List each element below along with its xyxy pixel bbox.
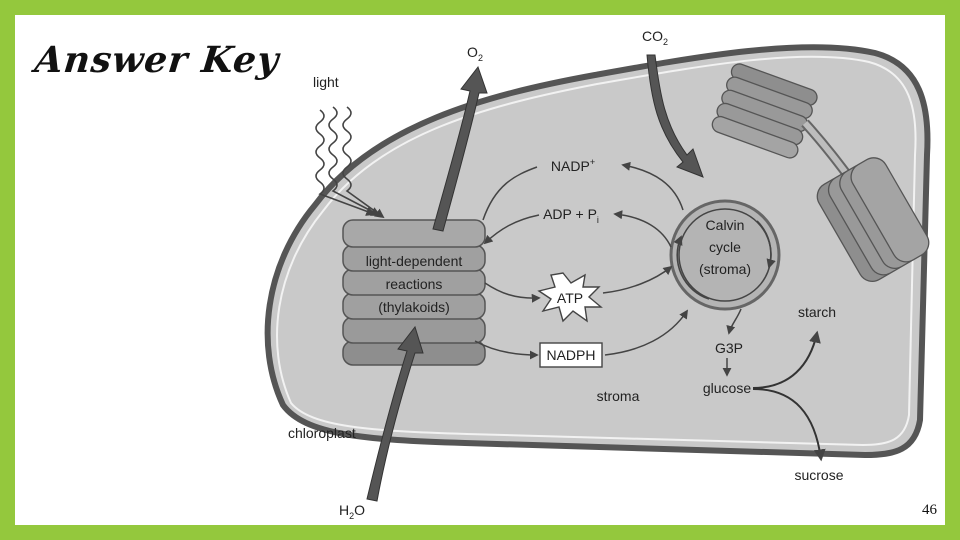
atp-arrow-out xyxy=(602,265,673,294)
thylakoid-label-line2: reactions xyxy=(386,276,443,292)
photosynthesis-diagram: light-dependent reactions (thylakoids) l… xyxy=(264,28,931,521)
calvin-to-g3p-arrow xyxy=(726,308,742,335)
nadph-arrow-in xyxy=(474,340,539,360)
atp-arrow-in xyxy=(484,282,541,303)
o2-label: O2 xyxy=(467,44,483,63)
starch-label: starch xyxy=(798,304,836,320)
light-rays xyxy=(315,106,385,219)
chloroplast-label: chloroplast xyxy=(288,425,356,441)
calvin-label-line1: Calvin xyxy=(706,217,745,233)
thylakoid-label-line3: (thylakoids) xyxy=(378,299,450,315)
nadph-label: NADPH xyxy=(546,347,595,363)
nadp-plus-arrow-out xyxy=(621,161,684,211)
g3p-label: G3P xyxy=(715,340,743,356)
stroma-label: stroma xyxy=(597,388,640,404)
atp-label: ATP xyxy=(557,290,583,306)
co2-arrow xyxy=(646,54,704,178)
decorative-granum-lower xyxy=(816,157,930,282)
h2o-arrow xyxy=(366,325,424,502)
adp-pi-arrow-out xyxy=(613,210,672,248)
calvin-cycle-circle xyxy=(669,199,781,311)
adp-pi-arrow-in xyxy=(483,214,540,245)
atp-starburst xyxy=(537,272,603,323)
nadp-plus-arrow-in xyxy=(482,166,538,221)
thylakoid-label-line1: light-dependent xyxy=(366,253,463,269)
adp-pi-label: ADP + Pi xyxy=(543,206,599,225)
nadph-arrow-out xyxy=(604,309,688,356)
glucose-to-starch-arrow xyxy=(752,330,821,389)
slide: Answer Key light-dependent reactions (th… xyxy=(15,15,945,525)
nadph-box xyxy=(539,342,603,368)
nadp-plus-label: NADP+ xyxy=(551,157,595,174)
glucose-to-sucrose-arrow xyxy=(752,388,826,462)
o2-arrow xyxy=(432,65,488,232)
glucose-label: glucose xyxy=(703,380,751,396)
sucrose-label: sucrose xyxy=(794,467,843,483)
calvin-label-line3: (stroma) xyxy=(699,261,751,277)
h2o-label: H2O xyxy=(339,502,365,521)
calvin-label-line2: cycle xyxy=(709,239,741,255)
co2-label: CO2 xyxy=(642,28,668,47)
light-label: light xyxy=(313,74,339,90)
page-number: 46 xyxy=(922,502,937,518)
